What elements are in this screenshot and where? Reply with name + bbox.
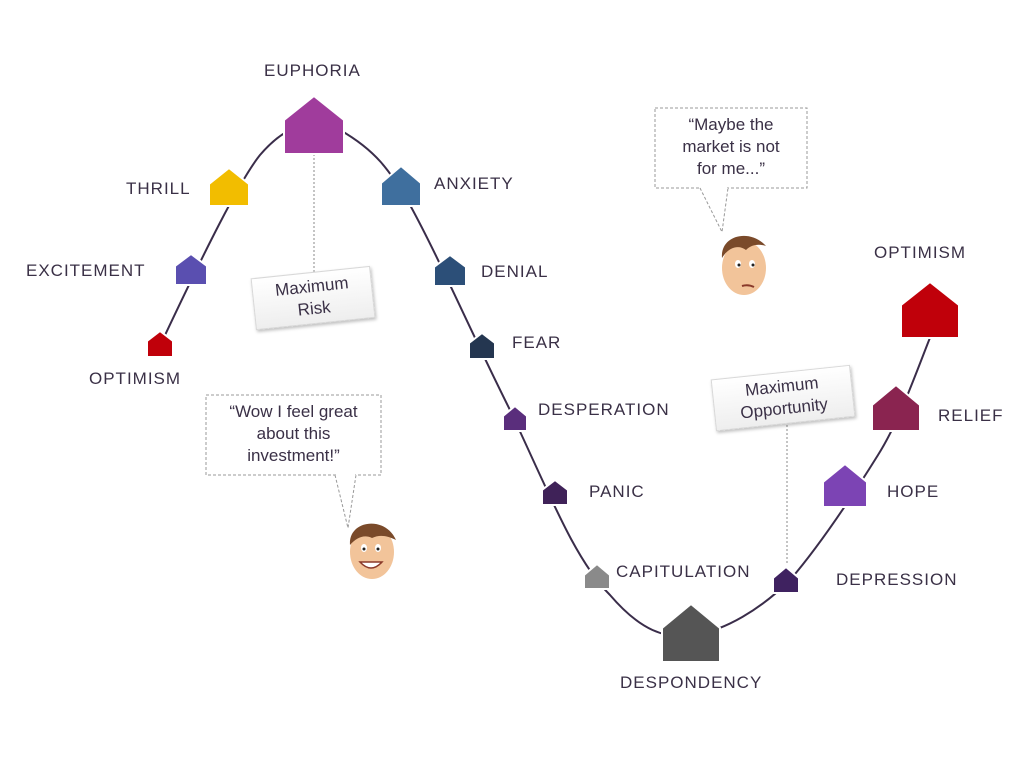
marker-panic [541, 478, 569, 506]
speech-bottom-line-1: “Wow I feel great [229, 402, 358, 421]
label-fear: FEAR [512, 333, 562, 352]
label-denial: DENIAL [481, 262, 549, 281]
speech-text-top-right: “Maybe the market is not for me...” [655, 114, 807, 180]
label-hope: HOPE [887, 482, 940, 501]
marker-thrill [208, 166, 250, 207]
label-panic: PANIC [589, 482, 645, 501]
speech-text-bottom-left: “Wow I feel great about this investment!… [206, 401, 381, 467]
label-optimism-start: OPTIMISM [89, 369, 182, 388]
label-thrill: THRILL [126, 179, 191, 198]
speech-top-line-2: market is not [682, 137, 780, 156]
label-anxiety: ANXIETY [434, 174, 514, 193]
marker-excitement [174, 252, 208, 286]
label-capitulation: CAPITULATION [616, 562, 751, 581]
marker-optimism-end [900, 280, 960, 339]
label-desperation: DESPERATION [538, 400, 670, 419]
happy-investor-face-icon [349, 523, 396, 579]
worried-investor-face-icon [721, 235, 766, 295]
speech-top-line-3: for me...” [696, 159, 765, 178]
marker-anxiety [380, 164, 422, 207]
speech-bubble-bottom-left [205, 394, 382, 529]
marker-depression [772, 565, 800, 594]
marker-capitulation [583, 562, 611, 590]
marker-euphoria [283, 94, 345, 155]
speech-top-line-1: “Maybe the [688, 115, 774, 134]
label-depression: DEPRESSION [836, 570, 958, 589]
label-excitement: EXCITEMENT [26, 261, 146, 280]
speech-bubble-top-right [654, 107, 808, 234]
label-euphoria: EUPHORIA [264, 61, 361, 80]
marker-desperation [502, 404, 528, 432]
label-optimism-end: OPTIMISM [874, 243, 967, 262]
marker-despondency [661, 602, 721, 663]
label-despondency: DESPONDENCY [620, 673, 763, 692]
marker-optimism-start [146, 329, 174, 358]
speech-bottom-line-3: investment!” [247, 446, 340, 465]
label-relief: RELIEF [938, 406, 1004, 425]
marker-denial [433, 253, 467, 287]
marker-hope [822, 462, 868, 508]
marker-fear [468, 331, 496, 360]
marker-relief [871, 383, 921, 432]
speech-bottom-line-2: about this [256, 424, 331, 443]
